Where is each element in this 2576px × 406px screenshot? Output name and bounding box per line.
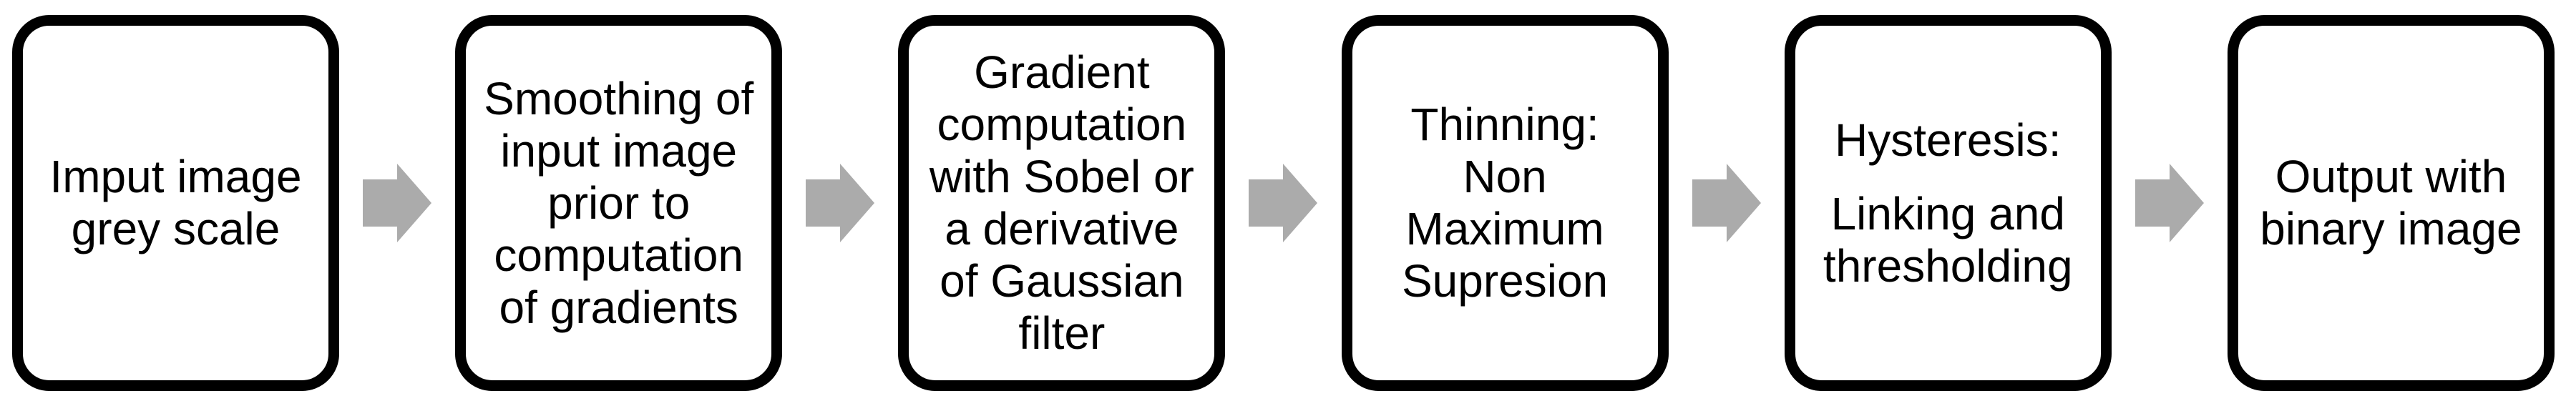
label-line: binary image: [2260, 203, 2522, 254]
label-line: Supresion: [1401, 255, 1609, 307]
label-line: with Sobel or: [929, 151, 1194, 202]
label-line: Imput image: [49, 151, 302, 202]
flow-arrow-4-right-icon: [1692, 164, 1761, 242]
label-line: grey scale: [71, 203, 280, 254]
label-line: Non: [1463, 151, 1547, 202]
label-line: Hysteresis:: [1835, 114, 2062, 166]
label-line: filter: [1018, 307, 1106, 359]
label-line: input image: [500, 124, 738, 177]
label-line: Gradient: [974, 46, 1150, 98]
flow-arrow-1-right-icon: [363, 164, 432, 242]
label-line: prior to: [547, 177, 691, 229]
label-line: computation: [494, 229, 744, 281]
flow-arrow-2-right-icon: [806, 164, 875, 242]
label-line: Output with: [2275, 151, 2507, 202]
label-line: of Gaussian: [940, 255, 1184, 307]
label-line: of gradients: [499, 281, 738, 333]
label-line: Maximum: [1405, 203, 1604, 254]
label-line: Thinning:: [1410, 99, 1599, 150]
label-line: computation: [937, 99, 1187, 150]
label-line: Smoothing of: [484, 72, 754, 124]
label-line: a derivative: [945, 203, 1179, 254]
flow-arrow-5-right-icon: [2135, 164, 2204, 242]
flow-arrow-3-right-icon: [1249, 164, 1318, 242]
label-line: thresholding: [1823, 239, 2073, 292]
label-line: Linking and: [1830, 187, 2065, 239]
label-paragraph: Hysteresis:: [1823, 114, 2073, 167]
